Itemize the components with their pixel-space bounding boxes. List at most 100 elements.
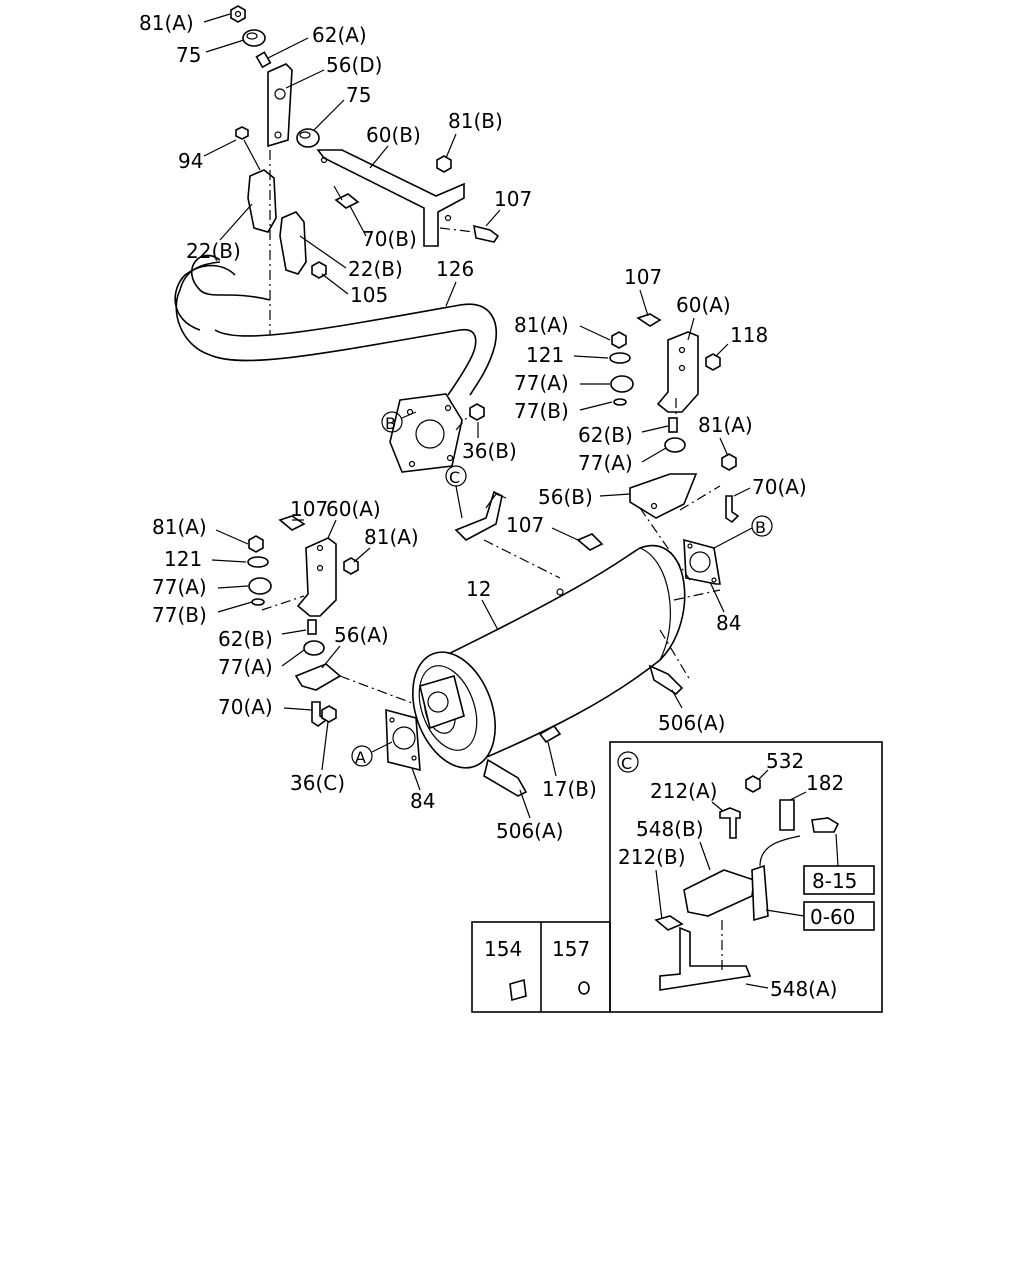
label-56a: 56(A) [334, 623, 389, 647]
label-60a-right: 60(A) [676, 293, 731, 317]
bracket-60a-right [656, 331, 699, 413]
rubber-75-top [242, 29, 266, 47]
bracket-548a [659, 926, 752, 991]
label-b-left: B [385, 414, 396, 433]
label-84-right: 84 [716, 611, 741, 635]
nut-36c [321, 705, 337, 723]
clamp-22b-right [279, 211, 307, 275]
label-60a-left: 60(A) [326, 497, 381, 521]
label-81a-right: 81(A) [514, 313, 569, 337]
label-81b: 81(B) [448, 109, 503, 133]
label-77b-left: 77(B) [152, 603, 207, 627]
clamp-22b-left [247, 169, 277, 233]
label-75-mid: 75 [346, 83, 371, 107]
label-81a-left-2: 81(A) [364, 525, 419, 549]
label-36b: 36(B) [462, 439, 517, 463]
washer-77b-left [251, 598, 265, 606]
label-107-top: 107 [494, 187, 532, 211]
nut-81a-right-2 [721, 453, 737, 471]
sleeve-62b-left [307, 619, 317, 635]
part-157 [578, 981, 590, 995]
label-107-right: 107 [624, 265, 662, 289]
inset-c-panel: C 532 182 212(A) 548(B) 212(B) 8-15 0-60… [609, 741, 883, 1013]
label-532: 532 [766, 749, 804, 773]
nut-118 [705, 353, 721, 371]
label-77a-left: 77(A) [152, 575, 207, 599]
label-56b: 56(B) [538, 485, 593, 509]
label-107-mid: 107 [506, 513, 544, 537]
callout-a-circle [351, 745, 373, 767]
top-hanger-assembly [230, 5, 500, 335]
small-parts-box: 154 157 [471, 921, 611, 1013]
label-212b: 212(B) [618, 845, 686, 869]
inset-c-label: C [621, 754, 632, 773]
bolt-107-right [636, 313, 662, 327]
label-126: 126 [436, 257, 474, 281]
muffler-flange-left [419, 674, 465, 730]
label-81a-top: 81(A) [139, 11, 194, 35]
inset-c-circle [617, 751, 639, 773]
label-12: 12 [466, 577, 491, 601]
nut-81a-top [230, 5, 246, 23]
label-22b-left: 22(B) [186, 239, 241, 263]
label-60b: 60(B) [366, 123, 421, 147]
nut-81b [436, 155, 452, 173]
bolt-70b [334, 193, 360, 209]
sensor-assembly-c [454, 490, 561, 579]
label-94: 94 [178, 149, 203, 173]
clip-548b [683, 869, 755, 917]
label-182: 182 [806, 771, 844, 795]
bracket-56b [629, 473, 698, 519]
label-118: 118 [730, 323, 768, 347]
oxygen-sensor [751, 864, 769, 922]
flange-84-right [683, 538, 721, 585]
label-84-bottom: 84 [410, 789, 435, 813]
label-56d: 56(D) [326, 53, 382, 77]
label-a: A [355, 748, 366, 767]
rubber-77a-right-2 [664, 437, 686, 453]
callout-labels: 81(A) 75 62(A) 56(D) 75 94 60(B) 81(B) 1… [139, 11, 807, 843]
label-77a-left-2: 77(A) [218, 655, 273, 679]
label-0-60: 0-60 [810, 905, 855, 929]
bolt-107-top [473, 224, 500, 243]
nut-81a-right [611, 331, 627, 349]
bolt-17b [538, 724, 562, 744]
bolt-212a [719, 807, 741, 839]
label-b-right: B [755, 518, 766, 537]
nut-532 [745, 775, 761, 793]
right-hanger-assembly [609, 313, 740, 524]
bolt-182 [811, 817, 840, 833]
bolt-212b [654, 915, 684, 931]
left-hanger-assembly [247, 515, 421, 727]
label-77a-right: 77(A) [514, 371, 569, 395]
bolt-70a-right [725, 495, 740, 524]
clamp-506a-right [648, 664, 684, 696]
bolt-107-left [278, 515, 306, 531]
rubber-77a-left-2 [303, 640, 325, 656]
rubber-77a-right [610, 375, 634, 393]
exhaust-pipe-126 [174, 254, 497, 473]
label-107-left: 107 [290, 497, 328, 521]
label-105: 105 [350, 283, 388, 307]
label-8-15: 8-15 [812, 869, 857, 893]
bracket-56d [267, 63, 293, 148]
label-81a-right-2: 81(A) [698, 413, 753, 437]
label-17b: 17(B) [542, 777, 597, 801]
bracket-60b [316, 149, 465, 247]
label-154: 154 [484, 937, 522, 961]
label-548b: 548(B) [636, 817, 704, 841]
sleeve-62a [255, 51, 272, 69]
label-548a: 548(A) [770, 977, 837, 1001]
ref-box-8-15 [803, 865, 875, 895]
label-62a: 62(A) [312, 23, 367, 47]
washer-77b-right [613, 398, 627, 406]
part-154 [509, 978, 527, 1002]
label-81a-left: 81(A) [152, 515, 207, 539]
sleeve-62b-right [668, 417, 678, 433]
label-77a-right-2: 77(A) [578, 451, 633, 475]
label-75-top: 75 [176, 43, 201, 67]
label-506a-right: 506(A) [658, 711, 725, 735]
label-22b-right: 22(B) [348, 257, 403, 281]
label-36c: 36(C) [290, 771, 345, 795]
